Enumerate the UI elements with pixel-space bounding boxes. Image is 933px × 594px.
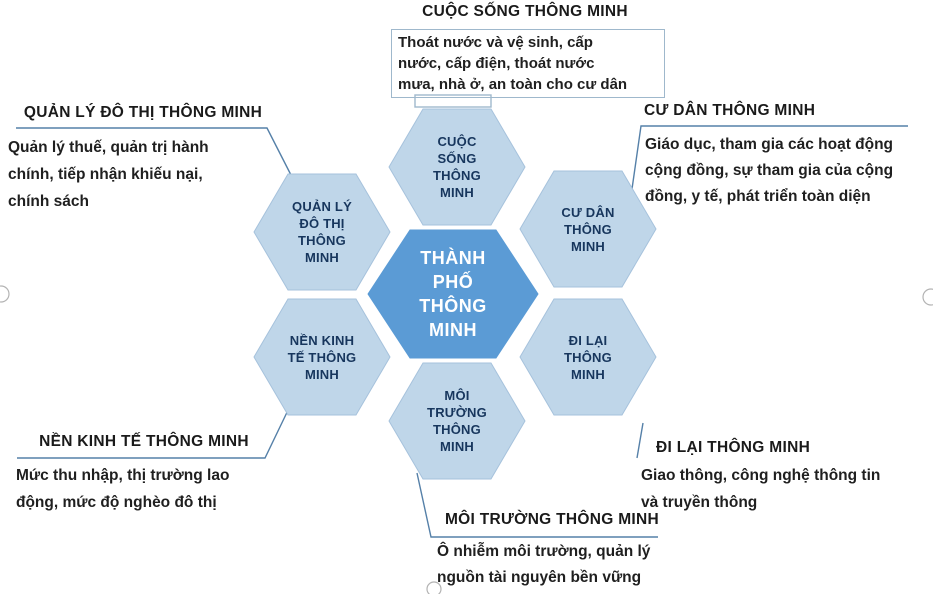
description-environment: Ô nhiễm môi trường, quản lý nguồn tài ng… [437,543,651,586]
heading-economy: NỀN KINH TẾ THÔNG MINH [39,433,249,450]
connector-circle-right [922,288,933,306]
hexagon-label-center-smart-city: THÀNH PHỐ THÔNG MINH [419,248,487,340]
heading-environment: MÔI TRƯỜNG THÔNG MINH [444,511,660,528]
heading-citizens: CƯ DÂN THÔNG MINH [644,102,816,119]
description-citizens: Giáo dục, tham gia các hoạt động cộng đồ… [645,136,894,205]
hexagon-environment [388,362,526,480]
leader-line-economy [17,403,292,459]
hexagon-label-life: CUỘC SỐNG THÔNG MINH [433,134,481,200]
leader-line-mobility [636,422,644,459]
hexagon-citizens [519,170,657,288]
hexagon-governance [253,173,391,291]
description-governance: Quản lý thuế, quản trị hành chính, tiếp … [8,139,209,210]
hexagon-label-economy: NỀN KINH TẾ THÔNG MINH [287,332,357,382]
hexagon-label-mobility: ĐI LẠI THÔNG MINH [564,332,612,382]
leader-line-governance [16,127,293,178]
hexagon-center-smart-city [367,229,539,359]
leader-line-citizens [629,125,908,204]
heading-mobility: ĐI LẠI THÔNG MINH [656,439,811,456]
hexagon-label-governance: QUẢN LÝ ĐÔ THỊ THÔNG MINH [292,199,352,265]
leader-line-environment [416,472,658,538]
connector-circle-left [0,285,10,303]
description-mobility: Giao thông, công nghệ thông tin và truyề… [641,467,881,511]
hexagon-label-environment: MÔI TRƯỜNG THÔNG MINH [427,388,487,454]
hexagon-life [388,108,526,226]
callout-tab-life [414,94,492,108]
heading-life: CUỘC SỐNG THÔNG MINH [422,3,628,20]
hexagon-mobility [519,298,657,416]
hexagon-economy [253,298,391,416]
hexagon-label-citizens: CƯ DÂN THÔNG MINH [561,204,615,254]
connector-circle-bottom [426,581,442,594]
description-economy: Mức thu nhập, thị trường lao động, mức đ… [16,467,230,511]
description-life: Thoát nước và vệ sinh, cấp nước, cấp điệ… [391,29,665,98]
heading-governance: QUẢN LÝ ĐÔ THỊ THÔNG MINH [23,104,263,121]
